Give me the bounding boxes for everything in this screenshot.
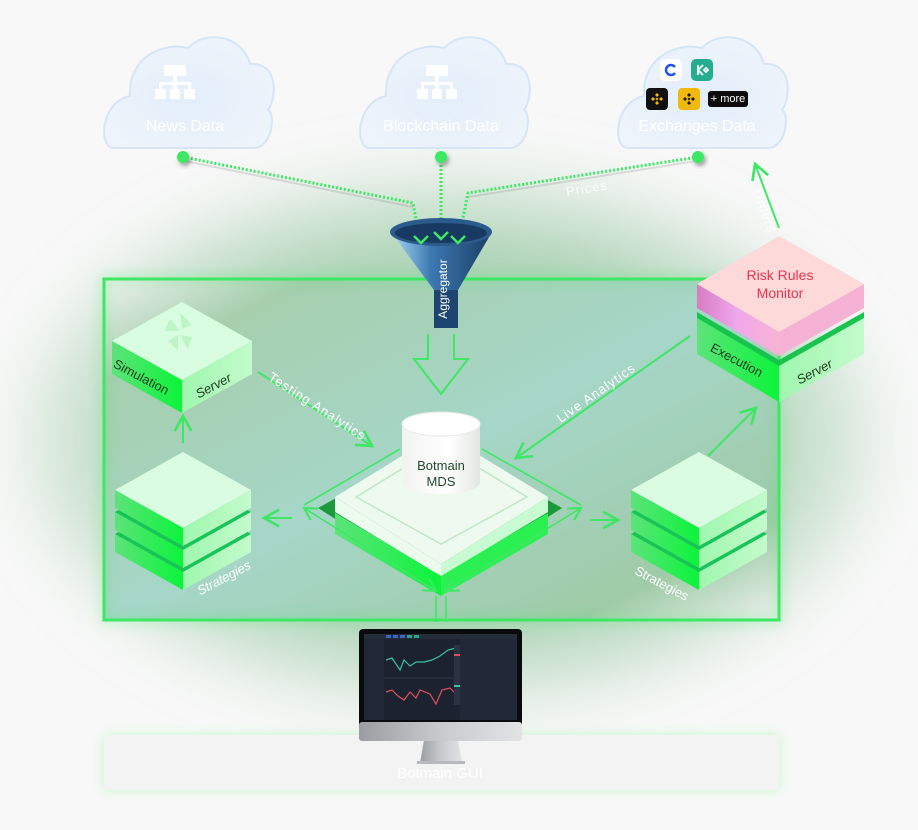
monitor-chin — [359, 722, 522, 741]
coinbase-icon — [660, 59, 682, 81]
monitor-stand — [417, 740, 465, 764]
aggregator-funnel — [390, 218, 492, 328]
source-line-shadows — [184, 160, 697, 208]
news-data-label: News Data — [145, 118, 225, 135]
simulation-server-cube — [112, 302, 252, 413]
risk-rules-monitor-label: Risk Rules Monitor — [730, 266, 830, 302]
binance-us-icon — [678, 88, 700, 110]
exchanges-connector-dot — [692, 151, 704, 163]
risk-label-line1: Risk Rules — [746, 267, 814, 283]
mds-label-line2: MDS — [426, 474, 456, 489]
mds-label: Botmain MDS — [402, 458, 480, 490]
orders-arrow — [751, 161, 780, 229]
strategies-to-execution-arrow — [707, 406, 758, 457]
dashboard-screenshot — [364, 634, 517, 720]
risk-label-line2: Monitor — [756, 285, 804, 301]
strategies-stack-right — [631, 452, 767, 590]
funnel-arrows — [413, 231, 466, 245]
execution-server-cube — [697, 312, 864, 402]
blockchain-data-label: Blockchain Data — [383, 118, 499, 135]
news-connector-dot — [177, 151, 189, 163]
kucoin-icon — [691, 59, 713, 81]
blockchain-connector-dot — [435, 151, 447, 163]
aggregator-to-mds-arrow — [411, 334, 471, 396]
risk-rules-monitor-block — [697, 236, 864, 356]
cloud-blockchain — [359, 36, 531, 149]
botmain-gui-label: Botmain GUI — [397, 765, 483, 782]
mds-database-cylinder — [401, 411, 481, 494]
strategies-stack-left — [115, 452, 251, 590]
exchanges-data-label: Exchanges Data — [638, 118, 756, 135]
network-icon — [155, 65, 195, 99]
aggregator-label: Aggregator — [436, 259, 450, 319]
more-exchanges-badge: + more — [708, 91, 748, 107]
pinwheel-icon — [164, 313, 192, 351]
mds-label-line1: Botmain — [417, 458, 465, 473]
network-icon — [417, 65, 457, 99]
binance-icon — [646, 88, 668, 110]
testing-analytics-arrow — [257, 371, 375, 448]
live-analytics-arrow — [513, 335, 691, 460]
